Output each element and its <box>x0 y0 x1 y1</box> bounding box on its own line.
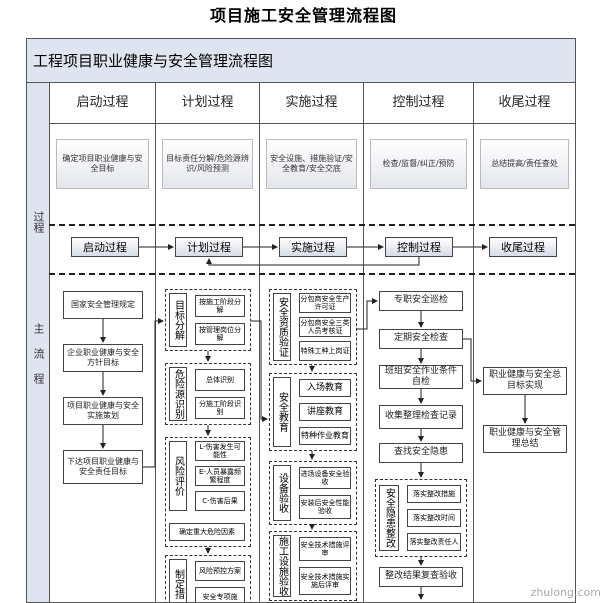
control-item: 落实整改责任人 <box>407 533 461 551</box>
control-item: 收集整理检查记录 <box>379 405 463 429</box>
column-start: 启动过程 确定项目职业健康与安全目标 <box>50 83 156 602</box>
impl-group-qualify <box>269 289 357 365</box>
column-desc: 确定项目职业健康与安全目标 <box>56 139 149 189</box>
control-item: 定期安全检查 <box>379 329 463 349</box>
plan-item: 分施工阶段识别 <box>195 397 245 419</box>
close-item: 职业健康与安全总目标实现 <box>483 367 567 395</box>
plan-group-label: 制定措 <box>169 559 187 602</box>
plan-group-label: 目标分解 <box>169 293 187 347</box>
plan-item: E-人员暴露频繁程度 <box>195 466 245 486</box>
column-head: 控制过程 <box>364 83 473 124</box>
impl-group-education <box>269 373 357 451</box>
impl-group-label: 施工设施验收 <box>273 535 291 597</box>
impl-item: 入场教育 <box>299 379 351 397</box>
plan-item: 按施工阶段分解 <box>195 295 245 317</box>
plan-group-risk <box>165 437 251 547</box>
column-close: 收尾过程 总结提高/责任查处 <box>474 83 575 602</box>
plan-item: C-伤害后果 <box>195 491 245 511</box>
connector-arrows <box>100 244 528 600</box>
impl-item: 进场设备安全验收 <box>299 467 351 489</box>
impl-item: 分包商安全三类人员考核证 <box>299 317 351 337</box>
proc-start: 启动过程 <box>71 237 139 257</box>
control-item: 专职安全巡检 <box>379 291 463 311</box>
control-item: 查找安全隐患 <box>379 443 463 463</box>
impl-item: 安全技术措施实施后评审 <box>299 567 351 595</box>
start-item: 企业职业健康与安全方针目标 <box>63 344 143 372</box>
divider-bottom <box>49 273 575 275</box>
plan-item: L-伤害发生可能性 <box>195 441 245 461</box>
impl-item: 分包商安全生产许可证 <box>299 293 351 313</box>
watermark: zhulong.com <box>530 586 601 599</box>
proc-plan: 计划过程 <box>175 237 243 257</box>
start-item: 下达项目职业健康与安全责任目标 <box>63 450 143 484</box>
control-group-label: 安全隐患整改 <box>379 485 399 551</box>
plan-item: 风险预控方案 <box>195 561 245 581</box>
impl-item: 安全技术措施评审 <box>299 537 351 561</box>
column-control: 控制过程 检查/监督/纠正/预防 <box>364 83 474 602</box>
column-impl: 实施过程 安全设施、措施验证/安全教育/安全交底 <box>260 83 364 602</box>
plan-group-hazard <box>165 363 251 425</box>
side-label-process: 过程 <box>32 211 45 233</box>
control-item: 班组安全作业条件自检 <box>379 365 463 389</box>
main-title: 工程项目职业健康与安全管理流程图 <box>27 39 575 83</box>
plan-item: 按管理岗位分解 <box>195 323 245 345</box>
impl-item: 特种作业教育 <box>299 427 351 445</box>
plan-item: 总体识别 <box>195 369 245 391</box>
start-item: 国家安全管理规定 <box>63 291 143 319</box>
column-plan: 计划过程 目标责任分解/危险源辨识/风险预测 <box>156 83 260 602</box>
side-column: 过程 主流程 <box>27 83 50 602</box>
impl-group-label: 安全资质验证 <box>273 293 291 361</box>
column-desc: 总结提高/责任查处 <box>480 139 569 189</box>
column-desc: 目标责任分解/危险源辨识/风险预测 <box>162 139 253 189</box>
plan-group-label: 危险源识别 <box>169 367 187 421</box>
control-item: 落实整改时间 <box>407 509 461 527</box>
impl-item: 安装后安全性能验收 <box>299 495 351 519</box>
proc-impl: 实施过程 <box>279 237 347 257</box>
column-head: 启动过程 <box>50 83 155 124</box>
column-desc: 安全设施、措施验证/安全教育/安全交底 <box>266 139 357 189</box>
control-final: 整改结果复查验收 <box>379 567 463 587</box>
plan-group-measure <box>165 555 251 602</box>
side-label-flow: 主流程 <box>32 323 45 398</box>
plan-item: 安全专项施 <box>195 587 245 602</box>
plan-confirm: 确定重大危险因素 <box>169 523 245 541</box>
page-title: 项目施工安全管理流程图 <box>209 6 397 25</box>
plan-group-label: 风险评价 <box>169 441 187 511</box>
impl-group-label: 设备验收 <box>273 465 291 521</box>
divider-top <box>49 224 575 226</box>
column-desc: 检查/监督/纠正/预防 <box>370 139 467 189</box>
column-head: 收尾过程 <box>474 83 575 124</box>
impl-item: 特殊工种上岗证 <box>299 341 351 361</box>
flowchart-frame: 工程项目职业健康与安全管理流程图 过程 主流程 启动过程 确定项目职业健康与安全… <box>26 38 576 603</box>
close-item: 职业健康与安全管理总结 <box>483 425 567 453</box>
column-head: 实施过程 <box>260 83 363 124</box>
plan-group-target <box>165 289 251 351</box>
control-item: 落实整改措施 <box>407 485 461 503</box>
proc-control: 控制过程 <box>385 237 453 257</box>
impl-item: 讲座教育 <box>299 403 351 421</box>
column-head: 计划过程 <box>156 83 259 124</box>
control-group-rectify <box>375 479 467 557</box>
proc-close: 收尾过程 <box>489 237 557 257</box>
start-item: 项目职业健康与安全实施策划 <box>63 397 143 425</box>
impl-group-label: 安全教育 <box>273 377 291 447</box>
